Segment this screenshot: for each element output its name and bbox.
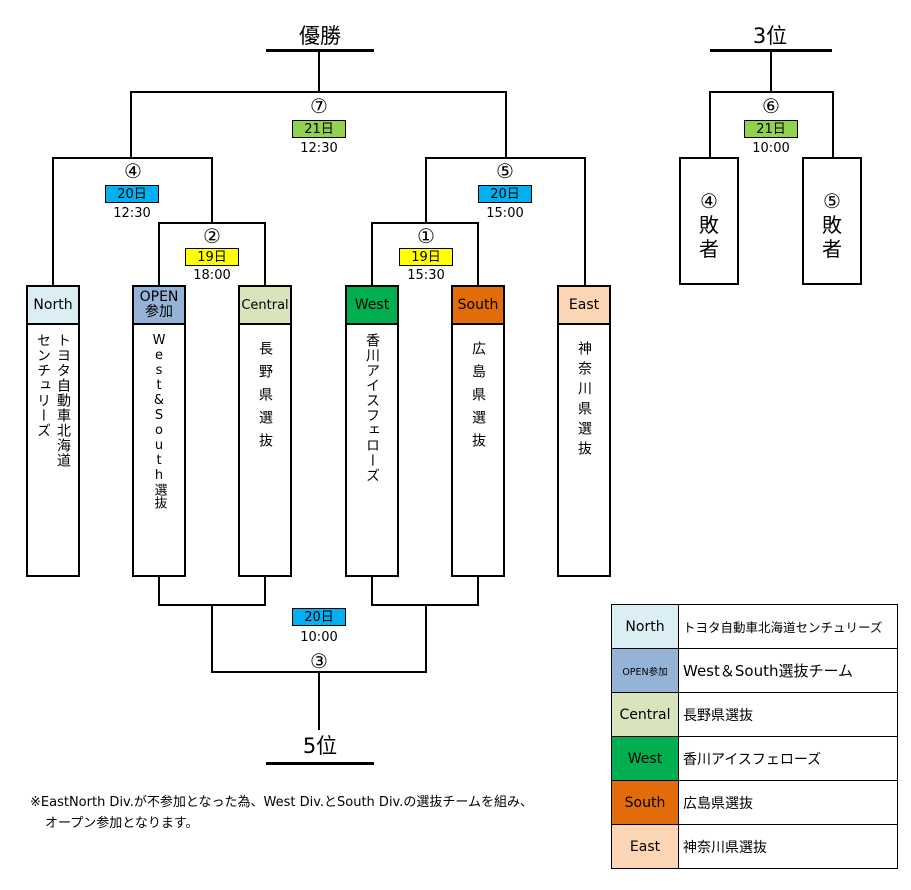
legend-key: East — [611, 824, 679, 869]
legend-value: 長野県選抜 — [678, 692, 898, 737]
legend-row: West 香川アイスフェローズ — [611, 736, 898, 781]
match-2-time: 18:00 — [193, 268, 231, 283]
legend-row: South 広島県選抜 — [611, 780, 898, 825]
note-line-2: オープン参加となります。 — [45, 816, 199, 831]
team-south: South 広島県選抜 — [451, 285, 505, 577]
note-line-1: ※EastNorth Div.が不参加となった為、West Div.とSouth… — [30, 795, 533, 810]
team-name: トヨタ自動車北海道 センチュリーズ — [35, 333, 71, 468]
match-6-number: ⑥ — [762, 94, 780, 118]
team-west: West 香川アイスフェローズ — [345, 285, 399, 577]
champion-title: 優勝 — [299, 24, 341, 48]
third-place-underline — [710, 49, 832, 52]
team-central: Central 長野県選抜 — [238, 285, 292, 577]
team-name: 香川アイスフェローズ — [364, 333, 380, 483]
match-5-date: 20日 — [478, 185, 532, 203]
division-label: West — [347, 287, 397, 325]
legend-table: North トヨタ自動車北海道センチュリーズ OPEN参加 West＆South… — [611, 604, 898, 869]
match-5-number: ⑤ — [496, 159, 514, 183]
match-4-number: ④ — [124, 159, 142, 183]
team-name: 長野県選抜 — [257, 341, 273, 456]
legend-row: East 神奈川県選抜 — [611, 824, 898, 869]
fifth-place-title: 5位 — [302, 734, 338, 758]
match-1-date: 19日 — [399, 248, 453, 266]
match-1-number: ① — [417, 224, 435, 248]
division-label: North — [28, 287, 78, 325]
team-name: West&South選抜 — [151, 333, 167, 509]
division-label: Central — [240, 287, 290, 325]
match-7-time: 12:30 — [300, 141, 338, 156]
team-name: 広島県選抜 — [470, 341, 486, 456]
division-label: East — [559, 287, 609, 325]
legend-key: OPEN参加 — [611, 648, 679, 693]
team-name: 神奈川県選抜 — [576, 341, 592, 461]
legend-row: OPEN参加 West＆South選抜チーム — [611, 648, 898, 693]
legend-key: North — [611, 604, 679, 649]
match-6-time: 10:00 — [752, 141, 790, 156]
match-4-date: 20日 — [105, 185, 159, 203]
match-4-time: 12:30 — [113, 206, 151, 221]
match-2-number: ② — [203, 224, 221, 248]
match-7-date: 21日 — [292, 120, 346, 138]
legend-row: Central 長野県選抜 — [611, 692, 898, 737]
third-place-title: 3位 — [752, 24, 788, 48]
match-6-date: 21日 — [744, 120, 798, 138]
legend-key: South — [611, 780, 679, 825]
legend-key: Central — [611, 692, 679, 737]
division-label: South — [453, 287, 503, 325]
legend-value: 神奈川県選抜 — [678, 824, 898, 869]
legend-value: 香川アイスフェローズ — [678, 736, 898, 781]
team-open: OPEN 参加 West&South選抜 — [132, 285, 186, 577]
legend-value: West＆South選抜チーム — [678, 648, 898, 693]
division-label: OPEN 参加 — [134, 287, 184, 325]
match-7-number: ⑦ — [310, 94, 328, 118]
match-2-date: 19日 — [185, 248, 239, 266]
legend-row: North トヨタ自動車北海道センチュリーズ — [611, 604, 898, 649]
match-5-loser-box: ⑤ 敗 者 — [802, 157, 862, 285]
legend-key: West — [611, 736, 679, 781]
match-5-time: 15:00 — [486, 206, 524, 221]
champion-underline — [266, 49, 374, 52]
match-3-number: ③ — [310, 649, 328, 673]
match-3-time: 10:00 — [300, 630, 338, 645]
fifth-place-underline — [266, 762, 374, 765]
team-north: North トヨタ自動車北海道 センチュリーズ — [26, 285, 80, 577]
match-1-time: 15:30 — [407, 268, 445, 283]
legend-value: 広島県選抜 — [678, 780, 898, 825]
legend-value: トヨタ自動車北海道センチュリーズ — [678, 604, 898, 649]
team-east: East 神奈川県選抜 — [557, 285, 611, 577]
match-3-date: 20日 — [292, 608, 346, 626]
match-4-loser-box: ④ 敗 者 — [679, 157, 739, 285]
